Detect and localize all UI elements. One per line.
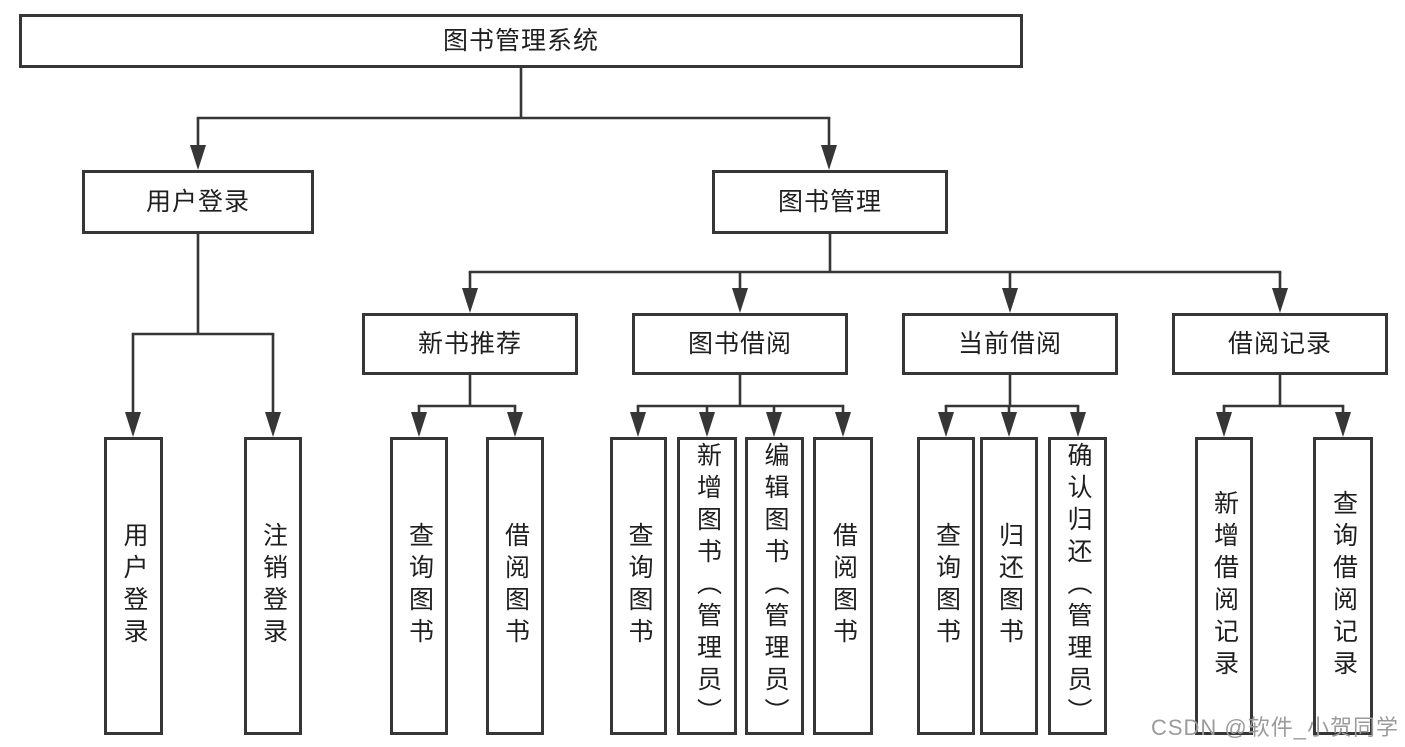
leaf-borrowing-borrow-books: 借阅图书 — [813, 437, 873, 735]
arrowhead-icon — [1001, 412, 1017, 437]
leaf-newbooks-borrow-books-label: 借阅图书 — [501, 522, 530, 650]
node-book-management-label: 图书管理 — [777, 187, 882, 216]
leaf-current-return-books: 归还图书 — [980, 437, 1038, 735]
leaf-borrowing-query-books: 查询图书 — [610, 437, 667, 735]
node-library-system: 图书管理系统 — [19, 14, 1023, 68]
leaf-logout: 注销登录 — [244, 437, 302, 735]
arrowhead-icon — [835, 412, 851, 437]
leaf-newbooks-borrow-books: 借阅图书 — [486, 437, 544, 735]
node-user-login-label: 用户登录 — [145, 187, 250, 216]
connector-book-borrowing — [630, 375, 851, 437]
connector-user-login — [125, 234, 281, 437]
node-borrowing-records: 借阅记录 — [1172, 313, 1388, 375]
arrowhead-icon — [766, 412, 782, 437]
leaf-borrowing-add-books-admin: 新增图书（管理员） — [677, 437, 737, 735]
leaf-borrowing-add-books-admin-label: 新增图书（管理员） — [693, 442, 722, 730]
leaf-current-confirm-return-admin: 确认归还（管理员） — [1048, 437, 1107, 735]
arrowhead-icon — [821, 145, 837, 170]
leaf-borrowing-edit-books-admin-label: 编辑图书（管理员） — [761, 442, 789, 730]
leaf-newbooks-query-books-label: 查询图书 — [405, 522, 434, 650]
connector-root — [190, 68, 837, 170]
node-new-book-recommend-label: 新书推荐 — [417, 329, 522, 358]
node-book-borrowing-label: 图书借阅 — [687, 329, 792, 358]
leaf-records-query-borrow-record: 查询借阅记录 — [1313, 437, 1373, 735]
arrowhead-icon — [462, 288, 478, 313]
leaf-records-query-borrow-record-label: 查询借阅记录 — [1329, 490, 1358, 682]
leaf-borrowing-borrow-books-label: 借阅图书 — [829, 522, 858, 650]
leaf-logout-label: 注销登录 — [259, 522, 288, 650]
arrowhead-icon — [938, 412, 954, 437]
arrowhead-icon — [699, 412, 715, 437]
connector-borrow-records — [1216, 375, 1351, 437]
arrowhead-icon — [1002, 288, 1018, 313]
node-user-login: 用户登录 — [82, 170, 314, 234]
leaf-borrowing-query-books-label: 查询图书 — [625, 522, 653, 650]
node-current-borrowing: 当前借阅 — [902, 313, 1118, 375]
arrowhead-icon — [125, 412, 141, 437]
connector-current-borrow — [938, 375, 1086, 437]
connector-book-management — [462, 234, 1288, 313]
arrowhead-icon — [732, 288, 748, 313]
leaf-current-query-books: 查询图书 — [917, 437, 975, 735]
arrowhead-icon — [190, 145, 206, 170]
arrowhead-icon — [1216, 412, 1232, 437]
connector-new-books — [411, 375, 523, 437]
node-book-management: 图书管理 — [712, 170, 948, 234]
csdn-watermark: CSDN @软件_小贺同学 — [1150, 715, 1399, 740]
leaf-records-add-borrow-record-label: 新增借阅记录 — [1210, 490, 1239, 682]
leaf-user-login: 用户登录 — [104, 437, 163, 735]
node-borrowing-records-label: 借阅记录 — [1227, 329, 1332, 358]
leaf-current-return-books-label: 归还图书 — [995, 522, 1024, 650]
arrowhead-icon — [411, 412, 427, 437]
arrowhead-icon — [1272, 288, 1288, 313]
node-current-borrowing-label: 当前借阅 — [957, 329, 1062, 358]
arrowhead-icon — [630, 412, 646, 437]
arrowhead-icon — [507, 412, 523, 437]
leaf-borrowing-edit-books-admin: 编辑图书（管理员） — [745, 437, 804, 735]
arrowhead-icon — [1070, 412, 1086, 437]
arrowhead-icon — [1335, 412, 1351, 437]
leaf-records-add-borrow-record: 新增借阅记录 — [1195, 437, 1253, 735]
leaf-user-login-label: 用户登录 — [120, 522, 148, 650]
arrowhead-icon — [265, 412, 281, 437]
leaf-newbooks-query-books: 查询图书 — [390, 437, 448, 735]
node-new-book-recommend: 新书推荐 — [362, 313, 578, 375]
node-library-system-label: 图书管理系统 — [442, 26, 599, 55]
leaf-current-query-books-label: 查询图书 — [932, 522, 961, 650]
leaf-current-confirm-return-admin-label: 确认归还（管理员） — [1064, 442, 1092, 730]
node-book-borrowing: 图书借阅 — [632, 313, 848, 375]
